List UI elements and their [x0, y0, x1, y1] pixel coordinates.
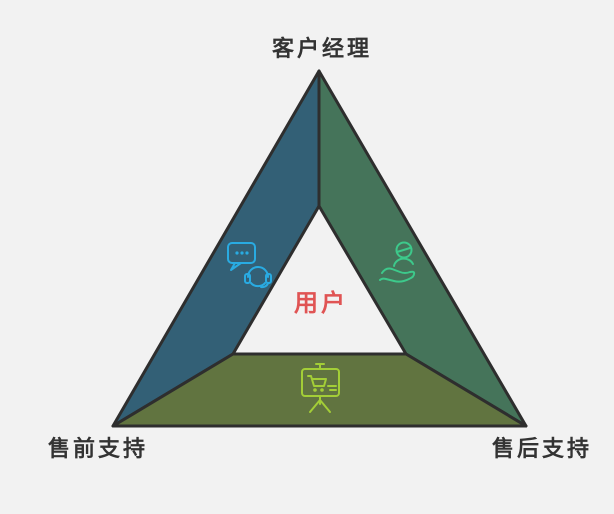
bottom-band-shape	[111, 352, 528, 428]
hand-holding-person-icon	[379, 241, 416, 283]
top-vertex-label: 客户经理	[271, 36, 373, 61]
center-user-label: 用户	[294, 290, 348, 317]
bottom-left-vertex-label: 售前支持	[48, 436, 149, 461]
bottom-right-vertex-label: 售后支持	[491, 436, 593, 461]
presentation-cart-icon	[301, 363, 340, 413]
chat-headset-icon	[227, 242, 272, 289]
